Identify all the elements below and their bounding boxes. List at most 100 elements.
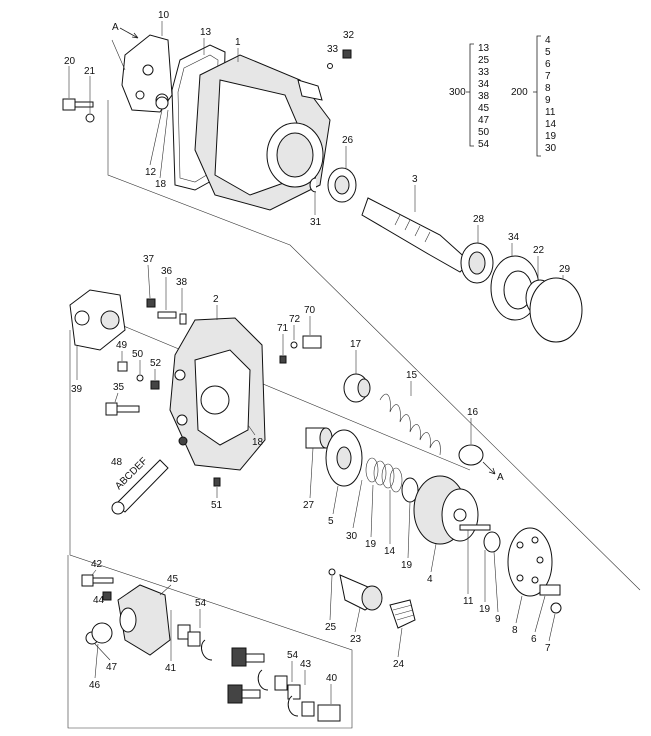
callout-13: 13 — [200, 27, 212, 38]
callout-39: 39 — [71, 384, 83, 395]
callout-3: 3 — [412, 174, 418, 185]
callout-35: 35 — [113, 382, 125, 393]
callout-52: 52 — [150, 358, 162, 369]
callout-8: 8 — [512, 625, 518, 636]
fitting-70 — [302, 335, 322, 349]
collar-9 — [483, 531, 501, 553]
callout-27: 27 — [303, 500, 315, 511]
callout-44: 44 — [93, 595, 105, 606]
plug-46 — [91, 622, 113, 644]
group-200-item: 19 — [545, 131, 557, 142]
washer-21 — [85, 113, 95, 123]
callout-2: 2 — [213, 294, 219, 305]
bolt-35 — [105, 402, 140, 416]
group-200-item: 7 — [545, 71, 551, 82]
callout-40: 40 — [326, 673, 338, 684]
callout-54a: 54 — [195, 598, 207, 609]
callout-32: 32 — [343, 30, 355, 41]
group-300-item: 54 — [478, 139, 490, 150]
callout-31: 31 — [310, 217, 322, 228]
callout-33: 33 — [327, 44, 339, 55]
housing-1 — [194, 54, 331, 211]
group-200-item: 8 — [545, 83, 551, 94]
gear-set-41 — [177, 624, 341, 722]
screw-51 — [213, 477, 221, 487]
callout-29: 29 — [559, 264, 571, 275]
spring-14 — [365, 457, 403, 493]
bolt-42 — [81, 574, 114, 587]
piston-23 — [339, 574, 383, 611]
cylinder-block-4 — [413, 475, 479, 545]
group-200-item: 5 — [545, 47, 551, 58]
group-300-label: 300 — [449, 87, 466, 98]
callout-30: 30 — [346, 531, 358, 542]
callout-17: 17 — [350, 339, 362, 350]
relief-valve-48 — [111, 459, 169, 515]
callout-41: 41 — [165, 663, 177, 674]
callout-19c: 19 — [479, 604, 491, 615]
cover-45 — [117, 584, 171, 656]
callout-48: 48 — [111, 457, 123, 468]
oring-72 — [290, 341, 298, 349]
callout-25: 25 — [325, 622, 337, 633]
callout-6: 6 — [531, 634, 537, 645]
callout-47: 47 — [106, 662, 118, 673]
plug-37 — [146, 298, 156, 308]
callout-37: 37 — [143, 254, 155, 265]
pin-11 — [459, 524, 491, 531]
group-300-item: 34 — [478, 79, 490, 90]
callout-70: 70 — [304, 305, 316, 316]
plug-32 — [342, 49, 352, 59]
oring-50 — [136, 374, 144, 382]
callout-28: 28 — [473, 214, 485, 225]
callout-26: 26 — [342, 135, 354, 146]
callout-46: 46 — [89, 680, 101, 691]
snap-ring-31 — [309, 177, 317, 193]
callout-10: 10 — [158, 10, 170, 21]
callout-20: 20 — [64, 56, 76, 67]
callout-23: 23 — [350, 634, 362, 645]
callout-42: 42 — [91, 559, 103, 570]
group-200-legend: 200 4 5 6 7 8 9 11 14 19 30 — [511, 35, 557, 157]
callout-12: 12 — [145, 167, 157, 178]
group-200-item: 14 — [545, 119, 557, 130]
callout-54b: 54 — [287, 650, 299, 661]
group-200-item: 4 — [545, 35, 551, 46]
shoe-7 — [550, 602, 562, 614]
swashplate-5 — [325, 429, 363, 487]
callout-16: 16 — [467, 407, 479, 418]
callout-A-top: A — [112, 22, 119, 33]
spring-15 — [379, 393, 441, 456]
callout-A-right: A — [497, 472, 504, 483]
callout-5: 5 — [328, 516, 334, 527]
callout-18-top: 18 — [155, 179, 167, 190]
group-200-label: 200 — [511, 87, 528, 98]
group-200-item: 9 — [545, 95, 551, 106]
sleeve-24 — [389, 599, 416, 629]
callout-4: 4 — [427, 574, 433, 585]
cover-10 — [111, 34, 173, 113]
bearing-26 — [327, 167, 357, 203]
callout-11: 11 — [463, 596, 474, 607]
plug-38 — [179, 313, 187, 325]
callout-24: 24 — [393, 659, 405, 670]
group-300-item: 50 — [478, 127, 490, 138]
plug-49 — [117, 361, 128, 372]
bolt-20 — [62, 98, 94, 111]
callout-45: 45 — [167, 574, 179, 585]
callout-14: 14 — [384, 546, 396, 557]
pin-12 — [155, 96, 169, 110]
callout-18-mid: 18 — [252, 437, 264, 448]
plug-52 — [150, 380, 160, 390]
callout-36: 36 — [161, 266, 173, 277]
callout-49: 49 — [116, 340, 128, 351]
pin-17 — [343, 373, 371, 403]
callout-15: 15 — [406, 370, 418, 381]
callout-19a: 19 — [365, 539, 377, 550]
callout-38: 38 — [176, 277, 188, 288]
piston-6 — [539, 584, 561, 596]
callout-21: 21 — [84, 66, 96, 77]
valve-plate-39 — [69, 289, 126, 351]
cap-16 — [458, 444, 484, 466]
